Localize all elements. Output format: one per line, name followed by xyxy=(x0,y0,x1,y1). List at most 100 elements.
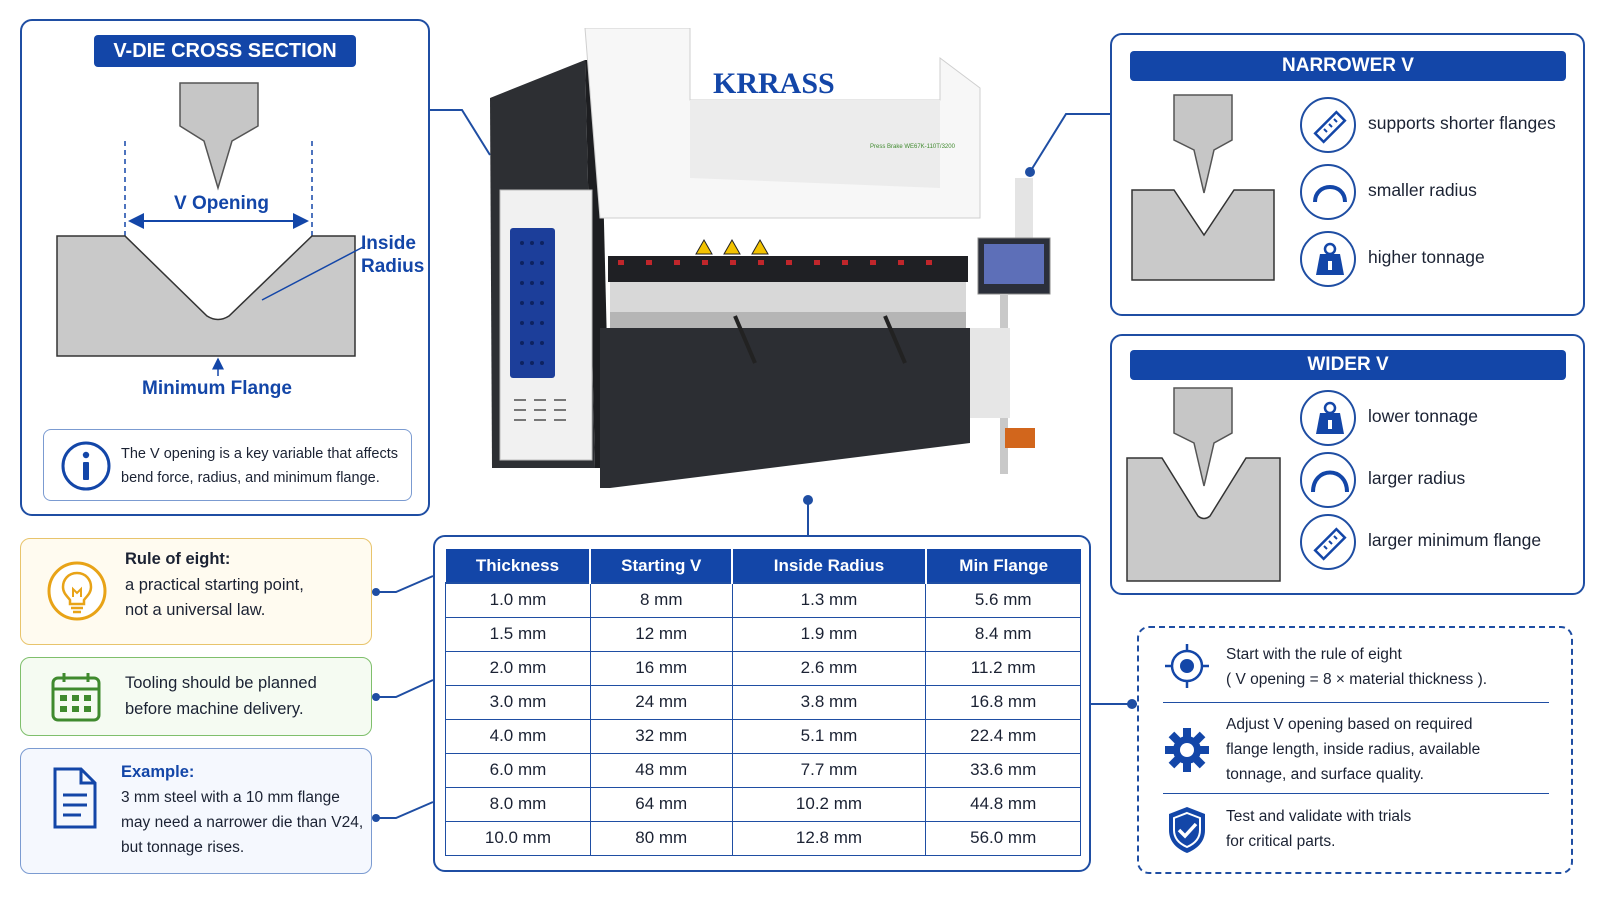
feature-larger-radius: larger radius xyxy=(1300,452,1570,508)
machine-model: Press Brake WE67K-110T/3200 xyxy=(870,144,956,150)
table-cell: 22.4 mm xyxy=(925,718,1081,754)
narrow-die-diagram xyxy=(1131,94,1275,281)
vdie-cross-section-panel: V-DIE CROSS SECTION V Opening Inside Rad… xyxy=(20,19,430,516)
tip-divider xyxy=(1163,793,1549,794)
table-cell: 33.6 mm xyxy=(925,752,1081,788)
table-cell: 12 mm xyxy=(589,616,733,652)
table-cell: 32 mm xyxy=(589,718,733,754)
tip3-line2: for critical parts. xyxy=(1226,833,1336,850)
table-cell: 3.0 mm xyxy=(445,684,591,720)
table-cell: 8.0 mm xyxy=(445,786,591,822)
example-line3: but tonnage rises. xyxy=(121,839,245,856)
table-cell: 80 mm xyxy=(589,820,733,856)
table-cell: 24 mm xyxy=(589,684,733,720)
table-cell: 4.0 mm xyxy=(445,718,591,754)
arc-icon xyxy=(1311,470,1349,493)
v-die-table-panel: Thickness Starting V Inside Radius Min F… xyxy=(433,535,1091,872)
feature-smaller-radius: smaller radius xyxy=(1300,164,1570,220)
table-cell: 44.8 mm xyxy=(925,786,1081,822)
feature-lower-tonnage: lower tonnage xyxy=(1300,390,1570,446)
header-min-flange: Min Flange xyxy=(925,549,1081,583)
table-cell: 2.6 mm xyxy=(731,650,927,686)
vdie-diagram xyxy=(56,82,366,376)
wider-v-panel: WIDER V lower tonnage larger radius larg… xyxy=(1110,334,1585,595)
example-line2: may need a narrower die than V24, xyxy=(121,814,364,831)
feature-shorter-flanges: supports shorter flanges xyxy=(1300,97,1570,153)
rule-of-eight-card: Rule of eight: a practical starting poin… xyxy=(20,538,372,645)
table-cell: 10.0 mm xyxy=(445,820,591,856)
table-cell: 1.9 mm xyxy=(731,616,927,652)
wide-die-diagram xyxy=(1126,387,1281,582)
table-cell: 16.8 mm xyxy=(925,684,1081,720)
table-cell: 48 mm xyxy=(589,752,733,788)
tip3-line1: Test and validate with trials xyxy=(1226,808,1412,825)
vdie-info-box: The V opening is a key variable that aff… xyxy=(43,429,412,501)
info-icon xyxy=(61,441,111,491)
tooling-card: Tooling should be planned before machine… xyxy=(20,657,372,736)
feature-text: larger minimum flange xyxy=(1368,530,1542,550)
tooling-line2: before machine delivery. xyxy=(125,700,304,718)
table-cell: 5.6 mm xyxy=(925,582,1081,618)
v-die-selection-table: Thickness Starting V Inside Radius Min F… xyxy=(445,549,1081,856)
v-opening-label: V Opening xyxy=(174,193,269,214)
feature-text: higher tonnage xyxy=(1368,247,1485,267)
table-cell: 1.5 mm xyxy=(445,616,591,652)
tip1-line2: ( V opening = 8 × material thickness ). xyxy=(1226,671,1488,688)
tip2-line3: tonnage, and surface quality. xyxy=(1226,766,1424,783)
target-icon xyxy=(1165,644,1209,688)
example-card: Example: 3 mm steel with a 10 mm flange … xyxy=(20,748,372,874)
vdie-info-text: The V opening is a key variable that aff… xyxy=(121,446,399,486)
rule-line2: not a universal law. xyxy=(125,601,266,619)
narrower-v-panel: NARROWER V supports shorter flanges smal… xyxy=(1110,33,1585,316)
table-cell: 7.7 mm xyxy=(731,752,927,788)
table-cell: 12.8 mm xyxy=(731,820,927,856)
gear-icon xyxy=(1165,728,1209,772)
tip2-line2: flange length, inside radius, available xyxy=(1226,741,1481,758)
example-title: Example: xyxy=(121,763,195,781)
table-cell: 64 mm xyxy=(589,786,733,822)
feature-text: supports shorter flanges xyxy=(1368,113,1556,133)
wider-title: WIDER V xyxy=(1130,350,1566,380)
table-cell: 6.0 mm xyxy=(445,752,591,788)
weight-icon xyxy=(1316,401,1344,434)
narrower-title: NARROWER V xyxy=(1130,51,1566,81)
table-cell: 56.0 mm xyxy=(925,820,1081,856)
table-cell: 8.4 mm xyxy=(925,616,1081,652)
rule-title: Rule of eight: xyxy=(125,550,231,568)
table-cell: 16 mm xyxy=(589,650,733,686)
header-starting-v: Starting V xyxy=(590,549,734,583)
table-cell: 11.2 mm xyxy=(925,650,1081,686)
tip1-line1: Start with the rule of eight xyxy=(1226,646,1402,663)
ruler-icon xyxy=(1313,110,1347,144)
tips-panel: Start with the rule of eight ( V opening… xyxy=(1137,626,1573,874)
shield-check-icon xyxy=(1169,807,1205,853)
feature-text: smaller radius xyxy=(1368,180,1477,200)
tip-divider xyxy=(1163,702,1549,703)
min-flange-label: Minimum Flange xyxy=(142,378,292,399)
feature-text: larger radius xyxy=(1368,468,1466,488)
ruler-icon xyxy=(1313,527,1347,561)
table-cell: 10.2 mm xyxy=(731,786,927,822)
calendar-icon xyxy=(51,673,101,722)
vdie-title: V-DIE CROSS SECTION xyxy=(94,35,356,67)
table-cell: 5.1 mm xyxy=(731,718,927,754)
table-cell: 2.0 mm xyxy=(445,650,591,686)
table-cell: 1.3 mm xyxy=(731,582,927,618)
arc-icon xyxy=(1313,185,1347,203)
rule-line1: a practical starting point, xyxy=(125,576,304,594)
table-cell: 3.8 mm xyxy=(731,684,927,720)
lightbulb-icon xyxy=(47,561,107,621)
document-icon xyxy=(53,767,97,829)
header-inside-radius: Inside Radius xyxy=(732,549,927,583)
table-cell: 1.0 mm xyxy=(445,582,591,618)
press-brake-machine-image: KRRASS Press Brake WE67K-110T/3200 xyxy=(490,28,1051,488)
table-cell: 8 mm xyxy=(589,582,733,618)
